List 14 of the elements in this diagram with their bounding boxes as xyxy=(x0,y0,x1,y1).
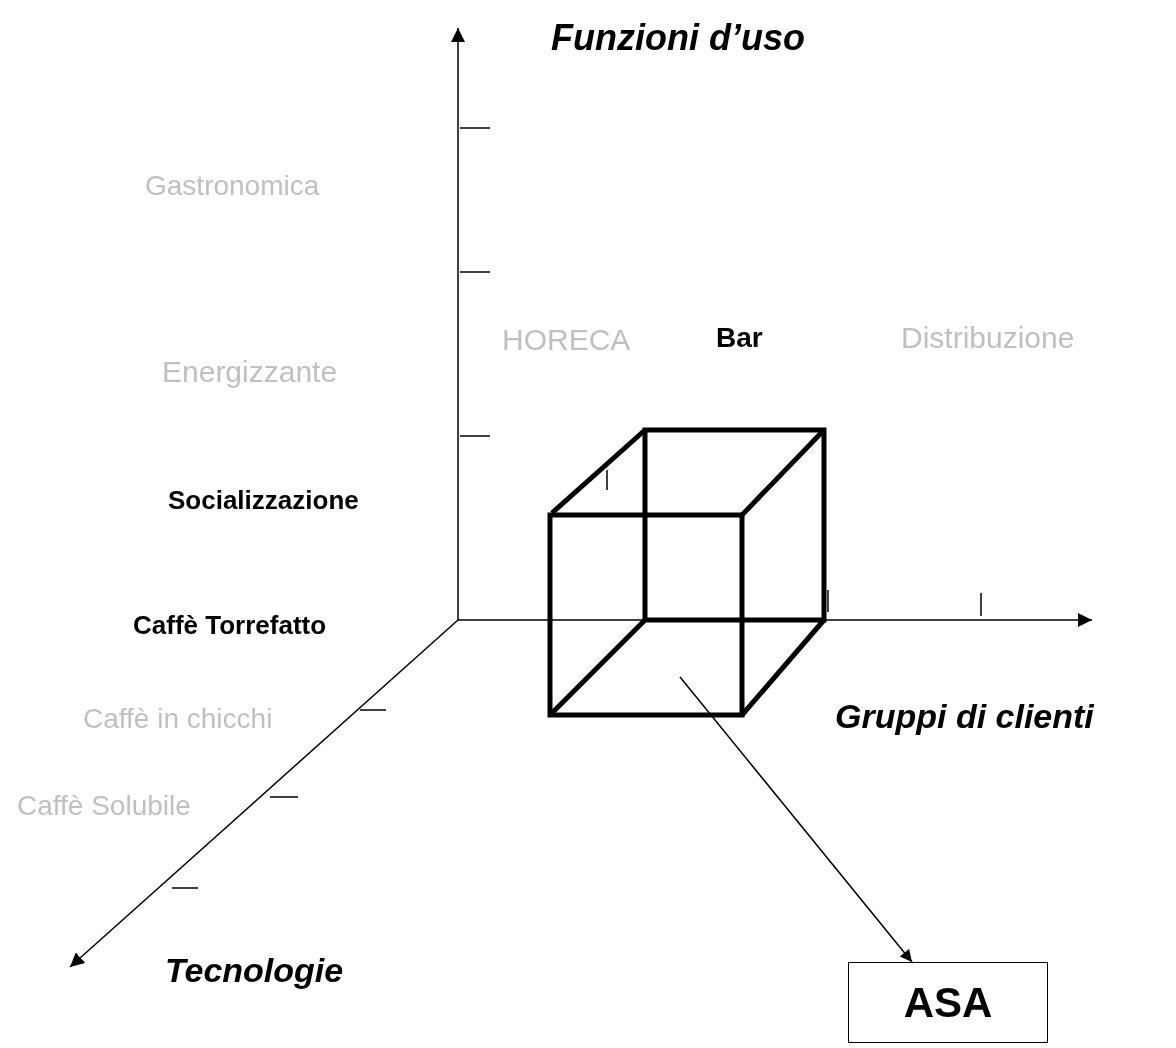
selected-tick-label: Bar xyxy=(716,324,763,352)
tick-label: Caffè Solubile xyxy=(17,792,191,820)
tick-label: Caffè in chicchi xyxy=(83,705,273,733)
label-box: ASA xyxy=(848,962,1048,1043)
selected-tick-label: Caffè Torrefatto xyxy=(133,612,327,638)
axis-title: Gruppi di clienti xyxy=(835,699,1094,733)
tick-label: Energizzante xyxy=(162,357,338,387)
axis-title: Tecnologie xyxy=(165,953,344,987)
selected-tick-label: Socializzazione xyxy=(168,487,359,513)
arrow xyxy=(679,676,913,963)
axis-title: Funzioni d’uso xyxy=(551,20,805,56)
tick-label: HORECA xyxy=(502,325,631,355)
tick-label: Distribuzione xyxy=(901,323,1075,353)
tick-label: Gastronomica xyxy=(145,172,320,200)
